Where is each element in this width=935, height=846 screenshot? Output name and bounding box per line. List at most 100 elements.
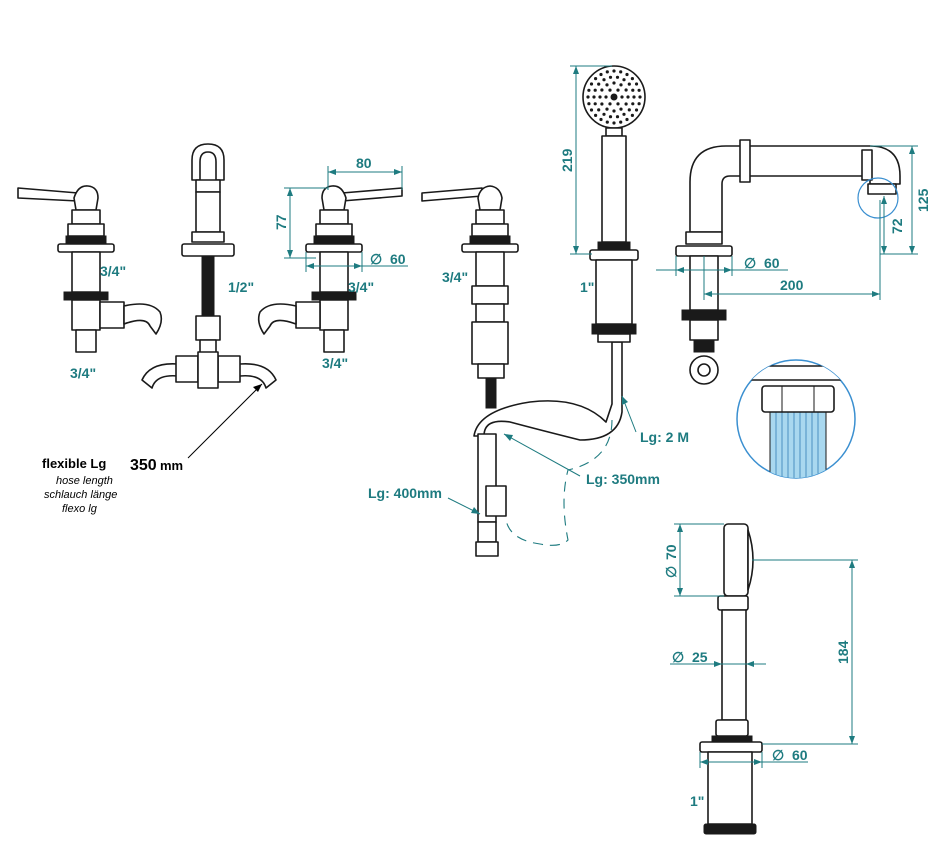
nozzle-dot: [589, 82, 594, 86]
dim-shower-height: 219: [559, 148, 575, 172]
hose-length-unit: mm: [160, 458, 183, 473]
nozzle-dot: [608, 88, 612, 92]
aerator-stripes: [775, 412, 819, 478]
handshower-detail: [699, 523, 763, 835]
dim-handshower: 70: [663, 544, 679, 560]
nozzle-dot: [637, 88, 641, 92]
nozzle-dot: [589, 108, 594, 112]
nozzle-dot: [600, 88, 604, 92]
nozzle-dot: [594, 113, 598, 117]
nozzle-dot: [602, 78, 606, 82]
dim-holder-symbol: ∅: [772, 747, 784, 763]
nozzle-dot: [630, 113, 635, 117]
label-thread-diverter: 3/4": [442, 269, 468, 285]
center-spout: [141, 143, 277, 389]
dim-holder-flange: 60: [792, 747, 808, 763]
nozzle-dot: [604, 95, 608, 99]
label-thread-left-bottom: 3/4": [70, 365, 96, 381]
nozzle-dot: [600, 102, 604, 106]
nozzle-dot: [619, 70, 623, 74]
nozzle-dot: [605, 107, 609, 111]
nozzle-dot: [592, 95, 596, 99]
label-thread-left-top: 3/4": [100, 263, 126, 279]
nozzle-dot: [630, 77, 635, 81]
nozzle-dot: [637, 102, 641, 106]
label-thread-spout: 1/2": [228, 279, 254, 295]
nozzle-dot: [586, 95, 590, 99]
label-shower-hose: Lg: 2 M: [640, 429, 689, 445]
nozzle-dot: [616, 88, 620, 92]
shower-head-nozzles: [586, 69, 642, 125]
nozzle-dot: [619, 107, 623, 111]
nozzle-dot: [612, 109, 616, 113]
nozzle-dot: [626, 95, 630, 99]
dim-spout-reach: 200: [780, 277, 804, 293]
nozzle-dot: [599, 72, 603, 77]
shower-head-assembly: [582, 65, 646, 343]
hose-line-3: flexo lg: [62, 503, 98, 515]
label-supply-hose: Lg: 400mm: [368, 485, 442, 501]
dim-handle-dia-symbol: ∅: [672, 649, 684, 665]
label-thread-shower-base: 1": [580, 279, 594, 295]
dim-handle-dia: 25: [692, 649, 708, 665]
dim-handle-height: 77: [273, 214, 289, 230]
dim-spout-flange-symbol: ∅: [744, 255, 756, 271]
nozzle-dot: [615, 115, 620, 119]
dim-outlet-height: 72: [889, 218, 905, 234]
nozzle-dot: [627, 108, 631, 112]
dim-spout-flange: 60: [764, 255, 780, 271]
nozzle-dot: [634, 82, 639, 86]
dim-spout-height: 125: [915, 188, 931, 212]
nozzle-dot: [612, 121, 616, 125]
label-diverter-hose: Lg: 350mm: [586, 471, 660, 487]
nozzle-dot: [608, 115, 613, 119]
dim-valve-flange: 60: [390, 251, 406, 267]
nozzle-dot: [631, 88, 635, 92]
nozzle-dot: [605, 83, 609, 87]
hose-line-2: schlauch länge: [44, 489, 117, 501]
nozzle-dot: [593, 102, 597, 106]
nozzle-dot: [616, 102, 620, 106]
hose-line-1: hose length: [56, 475, 113, 487]
nozzle-dot: [593, 88, 597, 92]
right-valve: [257, 185, 403, 353]
nozzle-dot: [597, 82, 601, 86]
bath-spout: [675, 139, 901, 385]
label-thread-right-body: 3/4": [348, 279, 374, 295]
nozzle-dot: [587, 102, 591, 106]
nozzle-dot: [619, 83, 623, 87]
nozzle-dot: [608, 75, 613, 79]
nozzle-dot: [622, 112, 626, 116]
nozzle-dot: [620, 95, 624, 99]
nozzle-dot: [625, 117, 629, 122]
nozzle-dot: [631, 102, 635, 106]
leader-lines: [187, 383, 637, 515]
nozzle-dot: [612, 69, 616, 73]
nozzle-dot: [597, 108, 601, 112]
hose-title: flexible Lg: [42, 456, 106, 471]
dim-handle-length: 184: [835, 640, 851, 664]
shower-hose: [473, 341, 623, 557]
nozzle-dot: [624, 102, 628, 106]
label-thread-holder: 1": [690, 793, 704, 809]
dimension-lines: [284, 65, 918, 768]
nozzle-dot: [619, 120, 623, 124]
dim-handshower-symbol: ∅: [663, 566, 679, 578]
nozzle-dot: [625, 72, 629, 77]
nozzle-dot: [594, 77, 598, 81]
nozzle-dot: [605, 120, 609, 124]
dim-handle-width: 80: [356, 155, 372, 171]
nozzle-dot: [602, 112, 606, 116]
dim-valve-flange-symbol: ∅: [370, 251, 382, 267]
nozzle-dot: [598, 95, 602, 99]
nozzle-dot: [612, 81, 616, 85]
left-valve: [17, 185, 163, 353]
outlet-detail: [736, 359, 856, 479]
labels: 3/4" 3/4" 1/2" 3/4" 3/4" 3/4" 1" 1" 80 7…: [42, 148, 931, 809]
nozzle-dot: [634, 108, 639, 112]
nozzle-dot: [638, 95, 642, 99]
nozzle-dot: [627, 82, 631, 86]
nozzle-dot: [632, 95, 636, 99]
nozzle-dot: [624, 88, 628, 92]
